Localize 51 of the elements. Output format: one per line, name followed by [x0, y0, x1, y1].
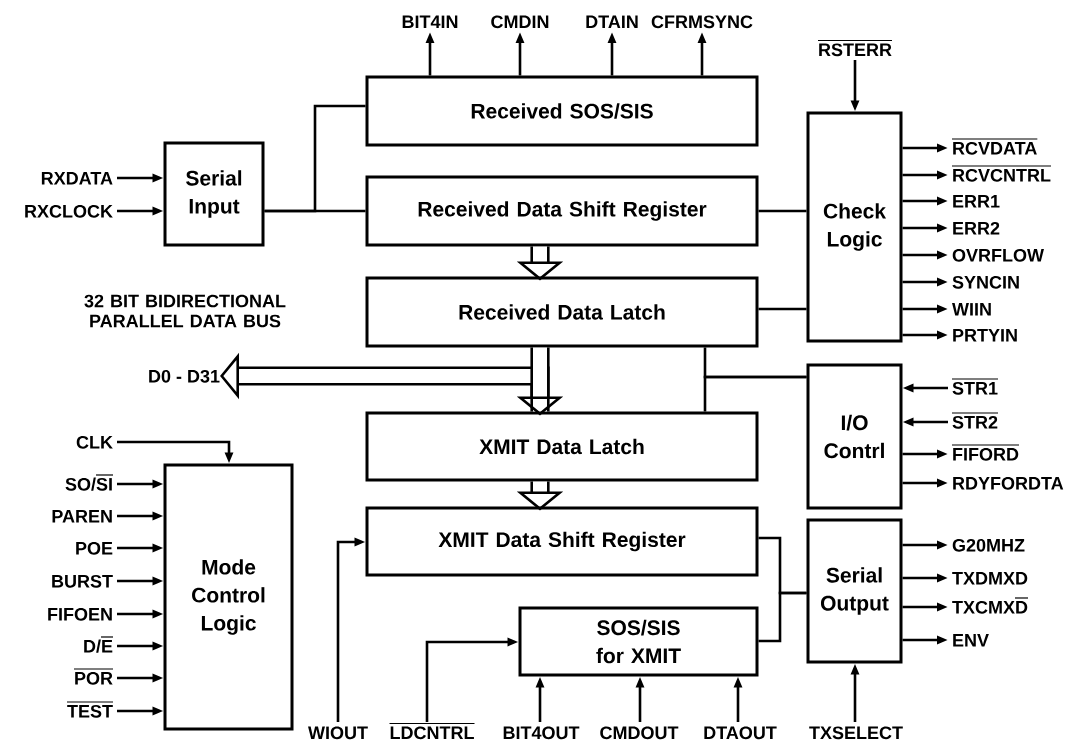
signal-label: FIFOEN [48, 607, 112, 621]
block-box: Serial Output [806, 518, 903, 664]
signal-label: BIT4IN [402, 15, 458, 28]
block-box: Received Data Latch [365, 276, 759, 348]
signal-label: CMDOUT [600, 726, 679, 740]
signal-label: WIIN [952, 303, 991, 316]
signal-label: POE [76, 541, 113, 555]
block-box: I/O Contrl [806, 363, 903, 510]
signal-label: ENV [953, 634, 989, 647]
signal-label: BIT4OUT [503, 726, 580, 740]
signal-label: SO/SI [65, 474, 114, 491]
block-box: XMIT Data Latch [365, 411, 759, 482]
signal-label: RXCLOCK [25, 204, 113, 218]
signal-label: OVRFLOW [952, 248, 1044, 262]
signal-label: TEST [66, 701, 114, 718]
signal-label: DTAIN [586, 15, 638, 28]
block-box: Received SOS/SIS [365, 75, 759, 147]
signal-label: CFRMSYNC [651, 15, 753, 29]
signal-label: DTAOUT [704, 726, 777, 740]
signal-label: BURST [52, 574, 113, 588]
signal-label: POR [73, 668, 114, 685]
block-box: SOS/SIS for XMIT [518, 606, 759, 677]
signal-label: RSTERR [817, 39, 893, 57]
signal-label: PAREN [52, 510, 112, 523]
signal-label: TXDMXD [952, 572, 1028, 585]
signal-label: TXCMXD [952, 597, 1029, 614]
signal-label: PRTYIN [953, 329, 1017, 342]
signal-label: STR2 [951, 412, 999, 429]
signal-label: TXSELECT [809, 726, 903, 740]
block-box: Check Logic [806, 111, 903, 343]
block-box: Mode Control Logic [163, 463, 294, 731]
block-box: Received Data Shift Register [365, 175, 759, 247]
signal-label: D0 - D31 [149, 369, 220, 383]
signal-label: RXDATA [41, 172, 113, 185]
block-box: Serial Input [163, 141, 265, 247]
block-box: XMIT Data Shift Register [365, 506, 759, 577]
signal-label: CMDIN [491, 15, 549, 29]
signal-label: RCVCNTRL [951, 165, 1052, 182]
signal-label: D/E [84, 636, 114, 653]
signal-label: FIFORD [951, 444, 1020, 461]
signal-label: ERR2 [953, 221, 1000, 235]
signal-label: CLK [76, 435, 113, 449]
signal-label: G20MHZ [952, 538, 1025, 552]
signal-label: SYNCIN [952, 275, 1019, 289]
signal-label: STR1 [951, 378, 999, 395]
signal-label: RCVDATA [951, 138, 1038, 155]
signal-label: LDCNTRL [388, 722, 476, 740]
bus-label: 32 BIT BIDIRECTIONAL PARALLEL DATA BUS [84, 294, 286, 328]
signal-label: RDYFORDTA [953, 476, 1064, 490]
signal-label: ERR1 [953, 195, 1000, 208]
signal-label: WIOUT [308, 726, 368, 740]
